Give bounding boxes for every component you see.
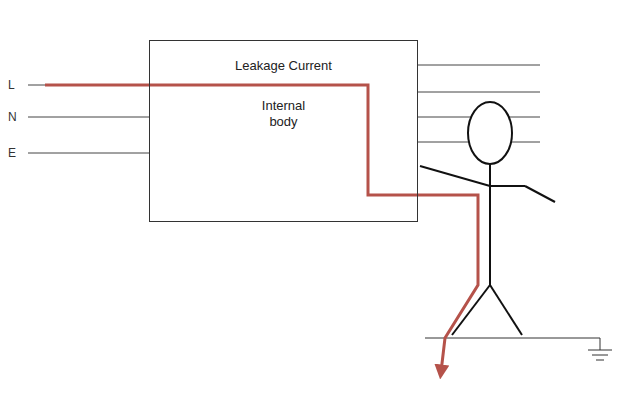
earth-wire — [28, 153, 149, 154]
wire-label: N — [8, 110, 17, 124]
person-leg — [490, 285, 522, 335]
device-box: Leakage CurrentInternal body — [149, 40, 418, 222]
person-leg — [452, 285, 490, 335]
leakage-path — [45, 85, 478, 372]
person-arm — [420, 166, 490, 186]
person-head — [468, 102, 512, 164]
output-wire — [418, 65, 540, 66]
ground-symbol — [600, 338, 601, 350]
wire-label: L — [8, 78, 15, 92]
ground-symbol — [596, 360, 604, 361]
wire-label: E — [8, 146, 16, 160]
ground-symbol — [592, 355, 608, 356]
neutral-wire — [28, 117, 149, 118]
ground-line — [425, 338, 600, 339]
person-body — [489, 164, 491, 285]
person-arm — [525, 186, 555, 202]
box-body: Internal body — [249, 98, 319, 130]
ground-symbol — [588, 350, 612, 351]
box-heading: Leakage Current — [150, 58, 417, 74]
output-wire — [418, 92, 540, 93]
person-arm — [490, 185, 525, 187]
